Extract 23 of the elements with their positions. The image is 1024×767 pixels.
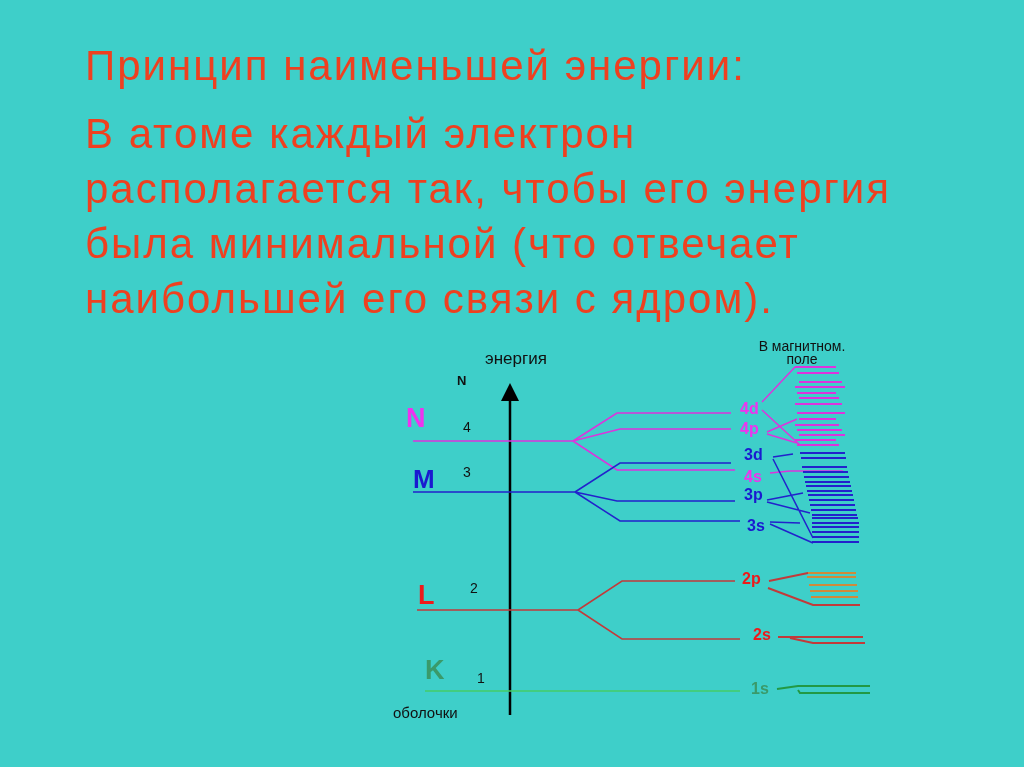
sublevel-label: 3p xyxy=(744,487,763,503)
shell-letter: M xyxy=(413,466,435,492)
axis-label: энергия xyxy=(485,350,547,367)
shell-number: 4 xyxy=(463,420,471,434)
axis-label: оболочки xyxy=(393,705,458,720)
shell-letter: N xyxy=(406,405,426,432)
shell-letter: L xyxy=(418,582,435,609)
shell-letter: K xyxy=(425,657,445,684)
slide-title: Принцип наименьшей энергии: xyxy=(85,41,746,91)
shell-number: 1 xyxy=(477,671,485,685)
sublevel-label: 2p xyxy=(742,571,761,587)
body-text: В атоме каждый электрон располагается так, чтобы его энергия была минимальной (что отвечает наибольшей его связи с ядром). xyxy=(85,109,893,324)
sublevel-label: 2s xyxy=(753,627,771,643)
column-heading: В магнитном. поле xyxy=(757,340,847,366)
sublevel-label: 1s xyxy=(751,681,769,697)
sublevel-label: 4d xyxy=(740,401,759,417)
sublevel-label: 3d xyxy=(744,447,763,463)
shell-number: 2 xyxy=(470,581,478,595)
sublevel-label: 4p xyxy=(740,421,759,437)
shell-number: 3 xyxy=(463,465,471,479)
sublevel-label: 4s xyxy=(744,469,762,485)
column-heading: N xyxy=(457,374,467,387)
sublevel-label: 3s xyxy=(747,518,765,534)
